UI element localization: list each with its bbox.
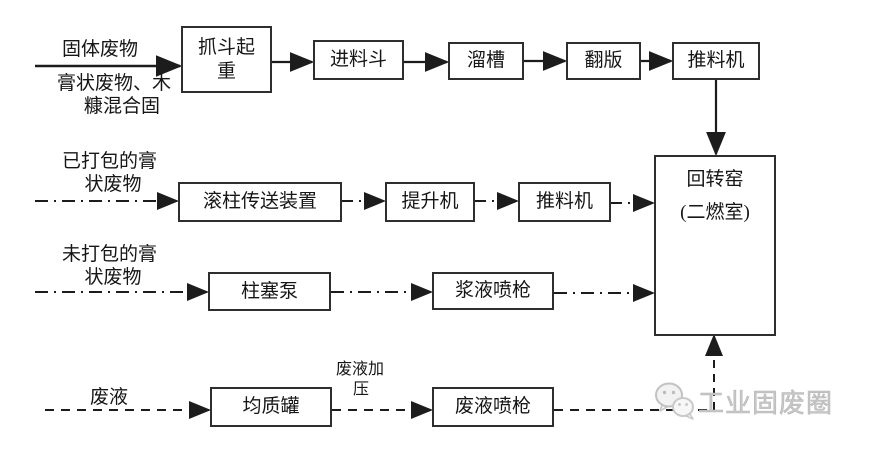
label-packed-paste-line1: 已打包的膏: [62, 151, 158, 172]
watermark-text: 工业固废圈: [698, 387, 834, 418]
label-pressurize-line1: 废液加: [336, 361, 385, 378]
node-feed-hopper: 进料斗: [313, 40, 404, 80]
node-rotary-kiln-line2: (二燃室): [680, 201, 750, 223]
node-rotary-kiln-line1: 回转窑: [686, 169, 744, 190]
watermark: 工业固废圈: [652, 378, 833, 424]
node-plunger-pump: 柱塞泵: [208, 272, 331, 311]
node-pusher-top-label: 推料机: [687, 50, 745, 72]
node-grab-crane-line2: 重: [216, 60, 236, 82]
node-plunger-pump-label: 柱塞泵: [240, 280, 298, 302]
node-flip-plate-label: 翻版: [584, 50, 623, 72]
label-paste-wood-mix: 膏状废物、木 糠混合固: [57, 72, 187, 118]
node-homogenizing-tank: 均质罐: [210, 387, 332, 427]
node-flip-plate: 翻版: [566, 42, 641, 80]
node-pusher-mid-label: 推料机: [535, 191, 593, 213]
wechat-logo-icon: [655, 382, 694, 420]
label-solid-waste: 固体废物: [62, 39, 139, 60]
node-waste-liquid-spray-gun: 废液喷枪: [432, 387, 554, 427]
label-packed-paste: 已打包的膏 状废物: [62, 150, 164, 196]
node-elevator: 提升机: [385, 182, 475, 222]
label-paste-wood-mix-line1: 膏状废物、木: [57, 73, 172, 94]
node-pusher-mid: 推料机: [518, 182, 611, 222]
node-feed-hopper-label: 进料斗: [329, 49, 387, 71]
node-grab-crane: 抓斗起 重: [181, 26, 272, 93]
node-pusher-top: 推料机: [672, 42, 760, 80]
label-paste-wood-mix-line2: 糠混合固: [83, 96, 160, 117]
label-waste-liquid: 废液: [90, 387, 129, 408]
node-chute: 溜槽: [448, 42, 524, 80]
label-unpacked-paste: 未打包的膏 状废物: [62, 243, 164, 289]
label-pressurize-line2: 压: [352, 381, 369, 398]
node-homogenizing-tank-label: 均质罐: [242, 396, 300, 418]
node-roller-conveyor: 滚柱传送装置: [178, 182, 342, 222]
node-chute-label: 溜槽: [466, 50, 505, 72]
node-elevator-label: 提升机: [401, 191, 459, 213]
node-slurry-spray-gun-label: 浆液喷枪: [454, 280, 531, 302]
label-waste-liquid-pressurize: 废液加 压: [336, 360, 386, 400]
node-grab-crane-line1: 抓斗起: [197, 36, 255, 58]
node-slurry-spray-gun: 浆液喷枪: [432, 272, 554, 310]
label-unpacked-paste-line2: 状废物: [84, 267, 142, 288]
label-packed-paste-line2: 状废物: [84, 174, 142, 195]
label-unpacked-paste-line1: 未打包的膏: [62, 244, 158, 265]
node-rotary-kiln: 回转窑 (二燃室): [654, 155, 776, 336]
node-roller-conveyor-label: 滚柱传送装置: [202, 191, 317, 213]
node-waste-liquid-spray-gun-label: 废液喷枪: [454, 396, 531, 418]
